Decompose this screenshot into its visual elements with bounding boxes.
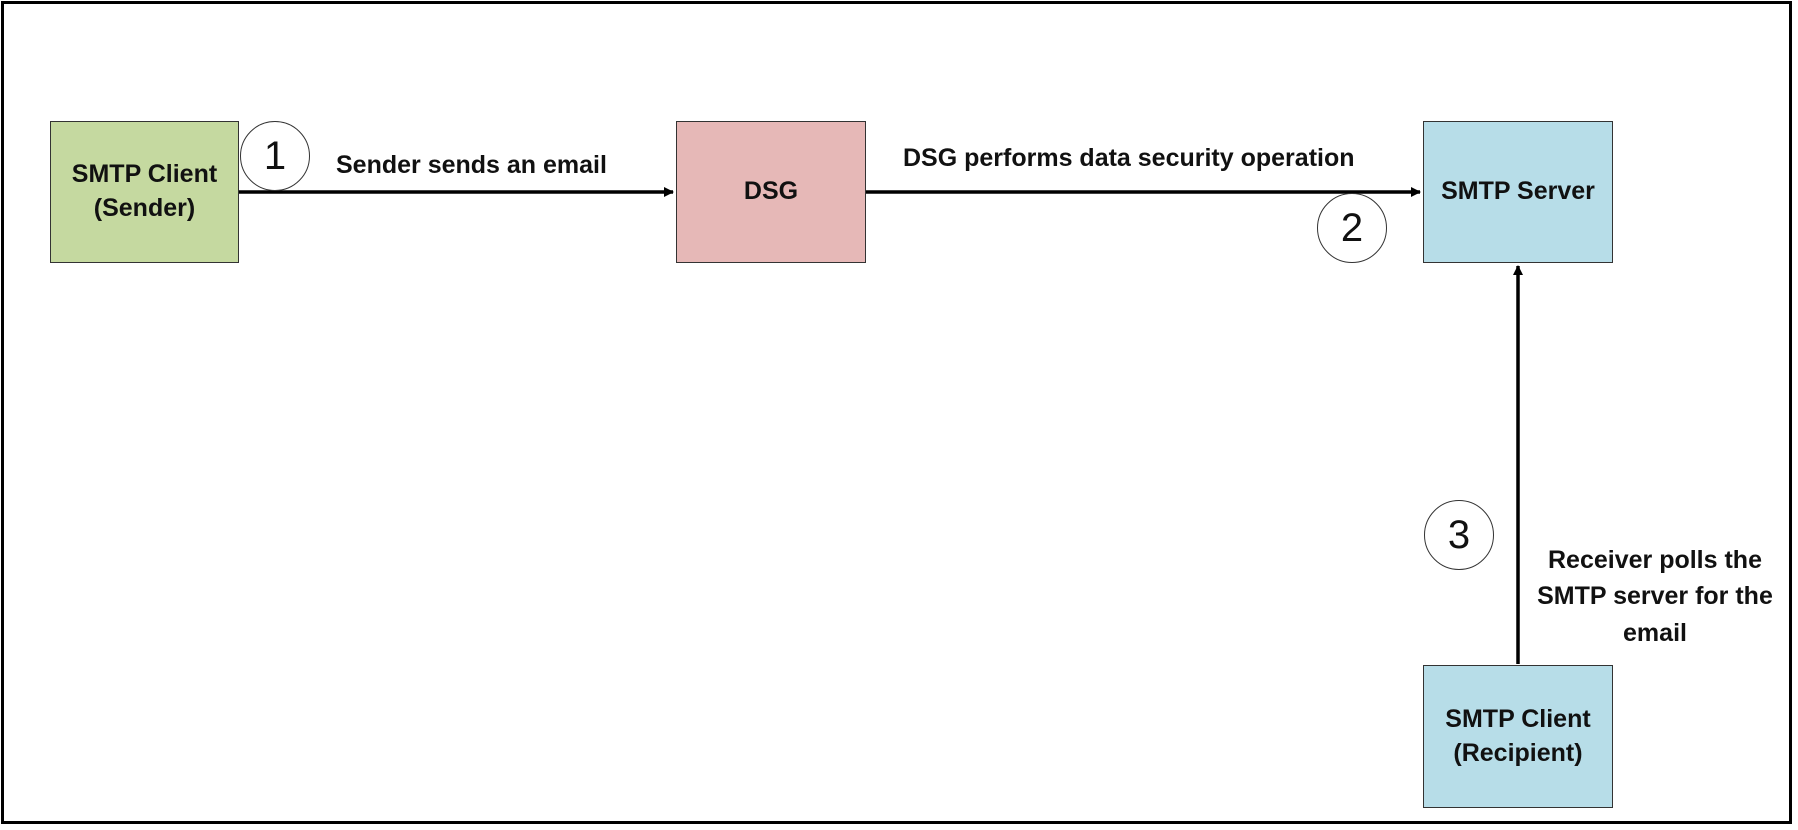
step-1-marker: 1: [240, 121, 310, 191]
smtp-server-box: SMTP Server: [1423, 121, 1613, 263]
edge-label-receiver-polls: Receiver polls the SMTP server for the e…: [1537, 546, 1773, 647]
step-3-marker: 3: [1424, 500, 1494, 570]
step-2-marker: 2: [1317, 193, 1387, 263]
edge-label-sender-sends-email: Sender sends an email: [336, 151, 607, 179]
smtp-client-sender-box: SMTP Client (Sender): [50, 121, 239, 263]
smtp-client-recipient-box: SMTP Client (Recipient): [1423, 665, 1613, 808]
dsg-box: DSG: [676, 121, 866, 263]
edge-label-dsg-performs-operation: DSG performs data security operation: [903, 144, 1355, 172]
